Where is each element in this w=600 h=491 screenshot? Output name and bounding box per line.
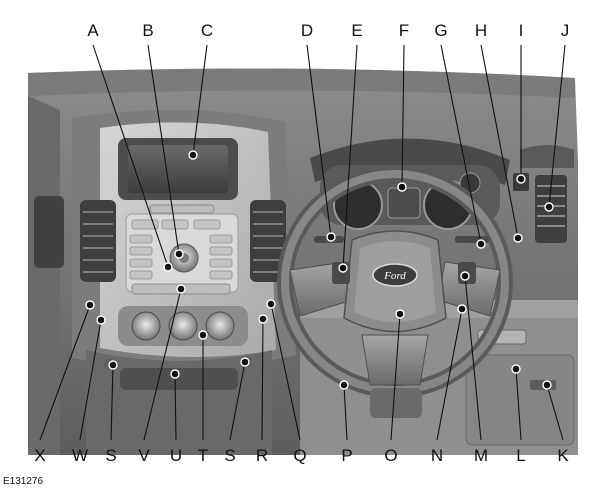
dot-u: [170, 369, 180, 379]
leader-v: [143, 288, 182, 441]
left-side-vent: [34, 196, 64, 268]
leader-d: [306, 44, 332, 238]
dot-n: [457, 304, 467, 314]
leader-g: [440, 44, 482, 245]
callout-label-n: N: [431, 446, 443, 465]
callout-label-g: G: [434, 21, 447, 40]
dot-f: [397, 182, 407, 192]
callout-label-k: K: [557, 446, 569, 465]
dot-k: [542, 380, 552, 390]
callout-dots: [85, 150, 554, 390]
callout-label-o: O: [384, 446, 397, 465]
callout-label-x: X: [34, 446, 45, 465]
dot-j: [544, 202, 554, 212]
leader-p: [343, 384, 348, 441]
steering-column: [370, 388, 422, 418]
dot-v: [176, 284, 186, 294]
callout-label-a: A: [87, 21, 99, 40]
dashboard-illustration: Ford: [28, 68, 578, 455]
callout-label-s-right: S: [224, 446, 235, 465]
ford-logo-text: Ford: [383, 270, 406, 282]
leader-x: [39, 304, 91, 441]
dot-i: [516, 174, 526, 184]
temperature-dial: [205, 311, 235, 341]
dot-a: [163, 262, 173, 272]
callout-label-v: V: [138, 446, 150, 465]
leader-m: [464, 275, 482, 441]
callout-label-q: Q: [293, 446, 306, 465]
dot-q: [266, 299, 276, 309]
dot-s-right: [240, 357, 250, 367]
leader-b: [147, 44, 180, 255]
callout-label-r: R: [256, 446, 268, 465]
callout-label-d: D: [301, 21, 313, 40]
callout-label-m: M: [474, 446, 488, 465]
dot-h: [513, 233, 523, 243]
callout-label-t: T: [198, 446, 208, 465]
callout-leaders: [39, 44, 566, 441]
leader-u: [174, 373, 177, 441]
leader-w: [79, 319, 102, 441]
callout-label-h: H: [475, 21, 487, 40]
dot-b: [174, 249, 184, 259]
dot-o: [395, 309, 405, 319]
leader-r: [261, 318, 264, 441]
dot-l: [511, 364, 521, 374]
leader-f: [401, 44, 405, 188]
left-center-vent: [80, 200, 116, 282]
callout-label-u: U: [170, 446, 182, 465]
leader-h: [480, 44, 519, 239]
leader-j: [548, 44, 566, 208]
dot-g: [476, 239, 486, 249]
dot-x: [85, 300, 95, 310]
leader-c: [192, 44, 208, 156]
callout-label-b: B: [142, 21, 153, 40]
callout-label-f: F: [399, 21, 409, 40]
dot-m: [460, 271, 470, 281]
callout-label-c: C: [201, 21, 213, 40]
callout-label-j: J: [561, 21, 570, 40]
dot-c: [188, 150, 198, 160]
leader-o: [390, 313, 401, 441]
callout-label-s-left: S: [105, 446, 116, 465]
dot-r: [258, 314, 268, 324]
figure-code: E131276: [3, 476, 43, 487]
callout-label-w: W: [72, 446, 88, 465]
dot-d: [326, 232, 336, 242]
storage-tray: [120, 368, 238, 390]
dot-w: [96, 315, 106, 325]
callout-label-i: I: [519, 21, 524, 40]
dot-e: [338, 263, 348, 273]
top-callout-labels: A B C D E F G H I J: [87, 21, 569, 40]
dot-t: [198, 330, 208, 340]
fan-speed-dial: [131, 311, 161, 341]
information-display: [387, 187, 421, 219]
dot-s-left: [108, 360, 118, 370]
instrument-cluster-hood: [310, 138, 510, 185]
right-center-vent: [250, 200, 286, 282]
ford-logo-badge: [372, 263, 418, 287]
leader-e: [342, 44, 358, 269]
callout-label-p: P: [341, 446, 352, 465]
glove-box: [465, 354, 575, 446]
dot-p: [339, 380, 349, 390]
leader-n: [436, 308, 463, 441]
leader-k: [546, 384, 564, 441]
leader-s-right: [229, 361, 246, 441]
center-screen: [128, 145, 228, 193]
leader-l: [515, 368, 522, 441]
leader-s-left: [110, 364, 114, 441]
air-distribution-dial: [168, 311, 198, 341]
callout-label-l: L: [516, 446, 525, 465]
leader-a: [92, 44, 169, 268]
callout-label-e: E: [351, 21, 362, 40]
leader-q: [270, 303, 301, 441]
bottom-callout-labels: X W S V U T S R Q P O N M L K: [34, 446, 569, 465]
